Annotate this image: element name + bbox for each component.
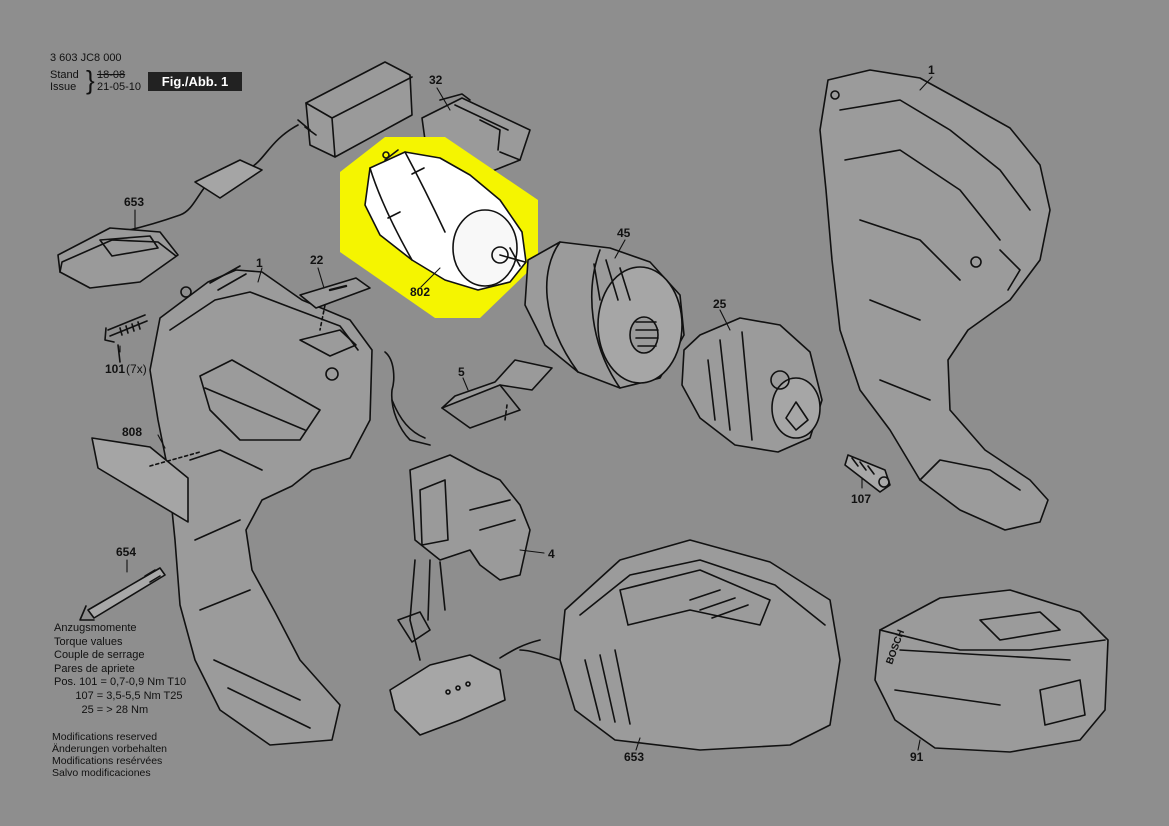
issue-date: 21-05-10 xyxy=(97,81,142,93)
plate-22-illustration xyxy=(299,277,371,331)
callout-charger: 653 xyxy=(624,750,645,764)
bit-654-illustration xyxy=(79,567,166,621)
motor-802-illustration xyxy=(340,137,538,318)
slider-5-illustration xyxy=(441,359,553,429)
document-number: 3 603 JC8 000 xyxy=(50,52,122,64)
modification-notes: Modifications reserved Änderungen vorbeh… xyxy=(52,731,167,779)
callout-slider: 5 xyxy=(458,365,465,379)
callout-screw-101-number: 101 xyxy=(105,362,126,376)
switch-4-illustration xyxy=(384,351,531,736)
cap-653-illustration xyxy=(57,227,179,289)
issue-label: Issue xyxy=(50,81,77,93)
torque-line: Pares de apriete xyxy=(54,662,135,675)
screw-101-illustration xyxy=(104,314,148,363)
callout-housing-right: 1 xyxy=(928,63,935,77)
callout-motor: 802 xyxy=(410,285,431,299)
callout-housing-left: 1 xyxy=(256,256,263,270)
battery-91-illustration: BOSCH xyxy=(874,589,1109,753)
brace-glyph: } xyxy=(86,65,95,95)
torque-notes: Anzugsmomente Torque values Couple de se… xyxy=(54,622,186,717)
old-date: 18-08 xyxy=(97,69,126,81)
callout-screw-101-quantity: (7x) xyxy=(126,362,147,376)
screw-107-illustration xyxy=(844,454,891,493)
callout-bit: 654 xyxy=(116,545,137,559)
chuck-25-illustration xyxy=(681,317,823,453)
torque-line: Anzugsmomente xyxy=(54,622,137,634)
callout-battery: 91 xyxy=(910,750,924,764)
callout-screw-107: 107 xyxy=(851,492,872,506)
callout-label-808: 808 xyxy=(122,425,143,439)
callout-plate: 22 xyxy=(310,253,324,267)
label-808-illustration xyxy=(91,437,201,523)
stand-label: Stand xyxy=(50,69,79,81)
torque-line: Pos. 101 = 0,7-0,9 Nm T10 xyxy=(54,676,187,689)
callout-switch: 4 xyxy=(548,547,555,561)
callout-cap-top: 653 xyxy=(124,195,145,209)
modification-line: Modifications resérvées xyxy=(52,755,163,767)
housing-right-illustration xyxy=(819,69,1051,531)
gearbox-45-illustration xyxy=(524,241,685,389)
charger-653-illustration xyxy=(499,539,841,751)
modification-line: Änderungen vorbehalten xyxy=(52,743,168,755)
callout-screw-101: 101(7x) xyxy=(105,362,147,376)
figure-badge: Fig./Abb. 1 xyxy=(148,72,242,91)
torque-line: Torque values xyxy=(54,635,123,648)
callout-chuck: 25 xyxy=(713,297,727,311)
torque-line: Couple de serrage xyxy=(54,649,145,662)
modification-line: Modifications reserved xyxy=(52,731,158,743)
torque-line: 107 = 3,5-5,5 Nm T25 xyxy=(54,689,183,702)
power-adapter-illustration xyxy=(119,61,413,233)
torque-line: 25 = > 28 Nm xyxy=(54,703,149,716)
leader-lines xyxy=(119,76,933,751)
callout-gearbox: 45 xyxy=(617,226,631,240)
modification-line: Salvo modificaciones xyxy=(52,767,151,779)
callout-cover: 32 xyxy=(429,73,443,87)
cover-32-illustration xyxy=(421,93,531,173)
